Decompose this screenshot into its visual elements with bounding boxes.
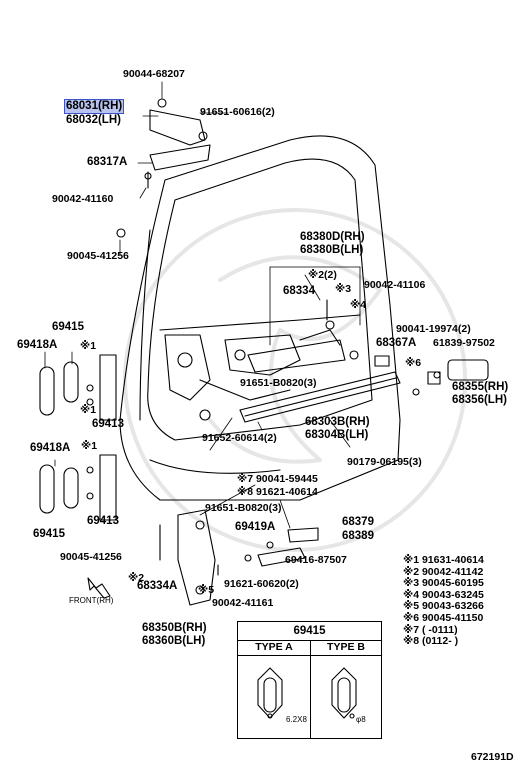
type-a-dimension: 6.2X8 — [286, 715, 307, 724]
label-68355-rh[interactable]: 68355(RH) — [452, 381, 509, 393]
label-68303b-rh[interactable]: 68303B(RH) — [305, 416, 370, 428]
label-69413-upper[interactable]: 69413 — [92, 418, 124, 430]
upper-left-stoppers — [39, 354, 117, 421]
footnote-legend: ※1 91631-40614 ※2 90042-41142 ※3 90045-6… — [403, 554, 484, 648]
diagram-id: 672191D — [471, 751, 514, 763]
lower-left-stoppers — [39, 454, 117, 521]
front-arrow — [87, 577, 111, 599]
label-note-2-2: ※2(2) — [308, 269, 337, 281]
label-note-6: ※6 — [405, 357, 422, 369]
lower-center-parts — [244, 527, 319, 567]
label-69418a-upper[interactable]: 69418A — [17, 339, 58, 351]
leader-lines — [44, 81, 361, 536]
label-69419a[interactable]: 69419A — [235, 521, 276, 533]
legend-item: ※3 90045-60195 — [403, 577, 484, 590]
legend-item: ※2 90042-41142 — [403, 565, 484, 578]
type-b-dimension: φ8 — [356, 715, 366, 724]
label-69413-lower[interactable]: 69413 — [87, 515, 119, 527]
label-68356-lh[interactable]: 68356(LH) — [452, 394, 507, 406]
door-frame — [119, 135, 401, 501]
label-90042-41160[interactable]: 90042-41160 — [52, 193, 114, 205]
label-90045-41256-lower[interactable]: 90045-41256 — [60, 551, 122, 563]
label-68367a[interactable]: 68367A — [376, 337, 417, 349]
type-a-bumper-drawing — [257, 667, 283, 719]
label-front-rh: FRONT(RH) — [69, 596, 114, 605]
label-91651-60616[interactable]: 91651-60616(2) — [200, 106, 275, 118]
center-roller-assembly — [247, 299, 359, 373]
legend-item: ※4 90043-63245 — [403, 588, 484, 601]
label-91621-40614[interactable]: ※8 91621-40614 — [237, 486, 318, 498]
label-68334[interactable]: 68334 — [283, 285, 315, 297]
label-90041-59445[interactable]: ※7 90041-59445 — [237, 473, 318, 485]
label-68334a[interactable]: 68334A — [137, 580, 178, 592]
label-note-3: ※3 — [335, 283, 352, 295]
label-69415-upper[interactable]: 69415 — [52, 321, 84, 333]
label-69418a-lower[interactable]: 69418A — [30, 442, 71, 454]
table-divider — [310, 655, 311, 739]
label-68317a[interactable]: 68317A — [87, 156, 128, 168]
label-note-1-a: ※1 — [80, 340, 97, 352]
label-68380b-lh[interactable]: 68380B(LH) — [300, 244, 364, 256]
table-title: 69415 — [238, 622, 381, 641]
label-note-1-c: ※1 — [81, 440, 98, 452]
label-61839-97502[interactable]: 61839-97502 — [433, 337, 495, 349]
label-note-1-b: ※1 — [80, 404, 97, 416]
label-68379[interactable]: 68379 — [342, 516, 374, 528]
label-91652-60614[interactable]: 91652-60614(2) — [202, 432, 277, 444]
center-rail — [239, 371, 401, 423]
label-note-5: ※5 — [198, 584, 215, 596]
label-90045-41256-upper[interactable]: 90045-41256 — [67, 250, 129, 262]
label-91621-60620[interactable]: 91621-60620(2) — [224, 578, 299, 590]
label-90041-19974[interactable]: 90041-19974(2) — [396, 323, 471, 335]
bumper-type-table: 69415 TYPE A TYPE B 6.2X8 φ8 — [237, 621, 382, 739]
label-69416-87507[interactable]: 69416-87507 — [285, 554, 347, 566]
legend-item: ※6 90045-41150 — [403, 611, 484, 624]
legend-item: ※7 ( -0111) — [403, 623, 458, 636]
label-90044-68207[interactable]: 90044-68207 — [123, 68, 185, 80]
legend-item: ※8 (0112- ) — [403, 635, 459, 648]
legend-item: ※1 91631-40614 — [403, 554, 484, 566]
label-note-4: ※4 — [350, 299, 367, 311]
label-68380d-rh[interactable]: 68380D(RH) — [300, 231, 365, 243]
label-91651-b0820-upper[interactable]: 91651-B0820(3) — [240, 377, 317, 389]
label-68389[interactable]: 68389 — [342, 530, 374, 542]
label-91651-b0820-lower[interactable]: 91651-B0820(3) — [205, 502, 282, 514]
label-68032-lh[interactable]: 68032(LH) — [66, 114, 121, 126]
legend-item: ※5 90043-63266 — [403, 600, 484, 613]
label-68350b-rh[interactable]: 68350B(RH) — [142, 622, 207, 634]
label-68031-rh[interactable]: 68031(RH) — [63, 99, 125, 114]
label-68304b-lh[interactable]: 68304B(LH) — [305, 429, 369, 441]
label-90042-41106[interactable]: 90042-41106 — [364, 279, 426, 291]
table-header-type-a: TYPE A — [238, 640, 311, 656]
label-90042-41161[interactable]: 90042-41161 — [212, 597, 274, 609]
roller-stop-parts — [374, 355, 489, 396]
table-header-type-b: TYPE B — [310, 640, 382, 656]
label-68360b-lh[interactable]: 68360B(LH) — [142, 635, 206, 647]
label-90179-06195[interactable]: 90179-06195(3) — [347, 456, 422, 468]
upper-hinge — [116, 98, 211, 238]
label-note-2-b: ※2 — [128, 572, 145, 584]
type-b-bumper-drawing — [331, 667, 357, 719]
label-69415-lower[interactable]: 69415 — [33, 528, 65, 540]
